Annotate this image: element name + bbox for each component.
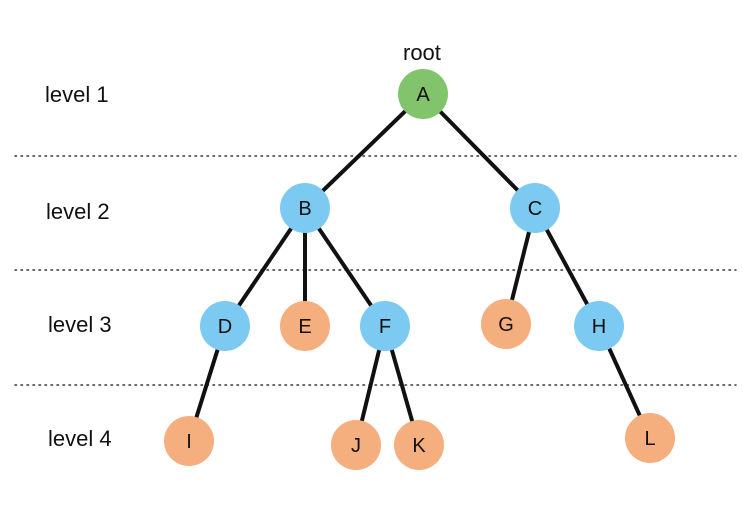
node-label-I: I: [186, 431, 192, 453]
node-circle-L: [625, 413, 675, 463]
node-H: H: [574, 301, 624, 351]
edge-A-C: [421, 92, 537, 210]
node-G: G: [481, 299, 531, 349]
level-label-3: level 3: [48, 312, 112, 337]
node-E: E: [280, 301, 330, 351]
level-label-4: level 4: [48, 426, 112, 451]
edge-A-B: [303, 92, 425, 210]
node-circle-J: [331, 420, 381, 470]
node-K: K: [394, 420, 444, 470]
node-label-D: D: [218, 316, 232, 338]
node-circle-F: [360, 301, 410, 351]
node-label-J: J: [351, 435, 361, 457]
node-label-H: H: [592, 316, 606, 338]
node-circle-A: [398, 69, 448, 119]
node-label-L: L: [644, 428, 655, 450]
node-circle-K: [394, 420, 444, 470]
node-label-K: K: [412, 435, 426, 457]
node-label-B: B: [298, 198, 311, 220]
node-label-A: A: [416, 84, 430, 106]
node-I: I: [164, 416, 214, 466]
node-F: F: [360, 301, 410, 351]
node-circle-G: [481, 299, 531, 349]
node-circle-H: [574, 301, 624, 351]
node-circle-B: [280, 183, 330, 233]
node-D: D: [200, 301, 250, 351]
node-A: A: [398, 69, 448, 119]
node-B: B: [280, 183, 330, 233]
level-separators: [14, 155, 737, 386]
node-C: C: [510, 183, 560, 233]
node-label-G: G: [498, 314, 514, 336]
node-label-C: C: [528, 198, 542, 220]
node-circle-I: [164, 416, 214, 466]
node-label-F: F: [379, 316, 391, 338]
node-circle-D: [200, 301, 250, 351]
node-label-E: E: [298, 316, 311, 338]
root-label: root: [403, 40, 441, 65]
node-J: J: [331, 420, 381, 470]
tree-nodes: A B C D E F G H I J K L: [164, 69, 675, 470]
node-circle-C: [510, 183, 560, 233]
node-circle-E: [280, 301, 330, 351]
level-label-1: level 1: [45, 82, 109, 107]
node-L: L: [625, 413, 675, 463]
level-label-2: level 2: [46, 199, 110, 224]
